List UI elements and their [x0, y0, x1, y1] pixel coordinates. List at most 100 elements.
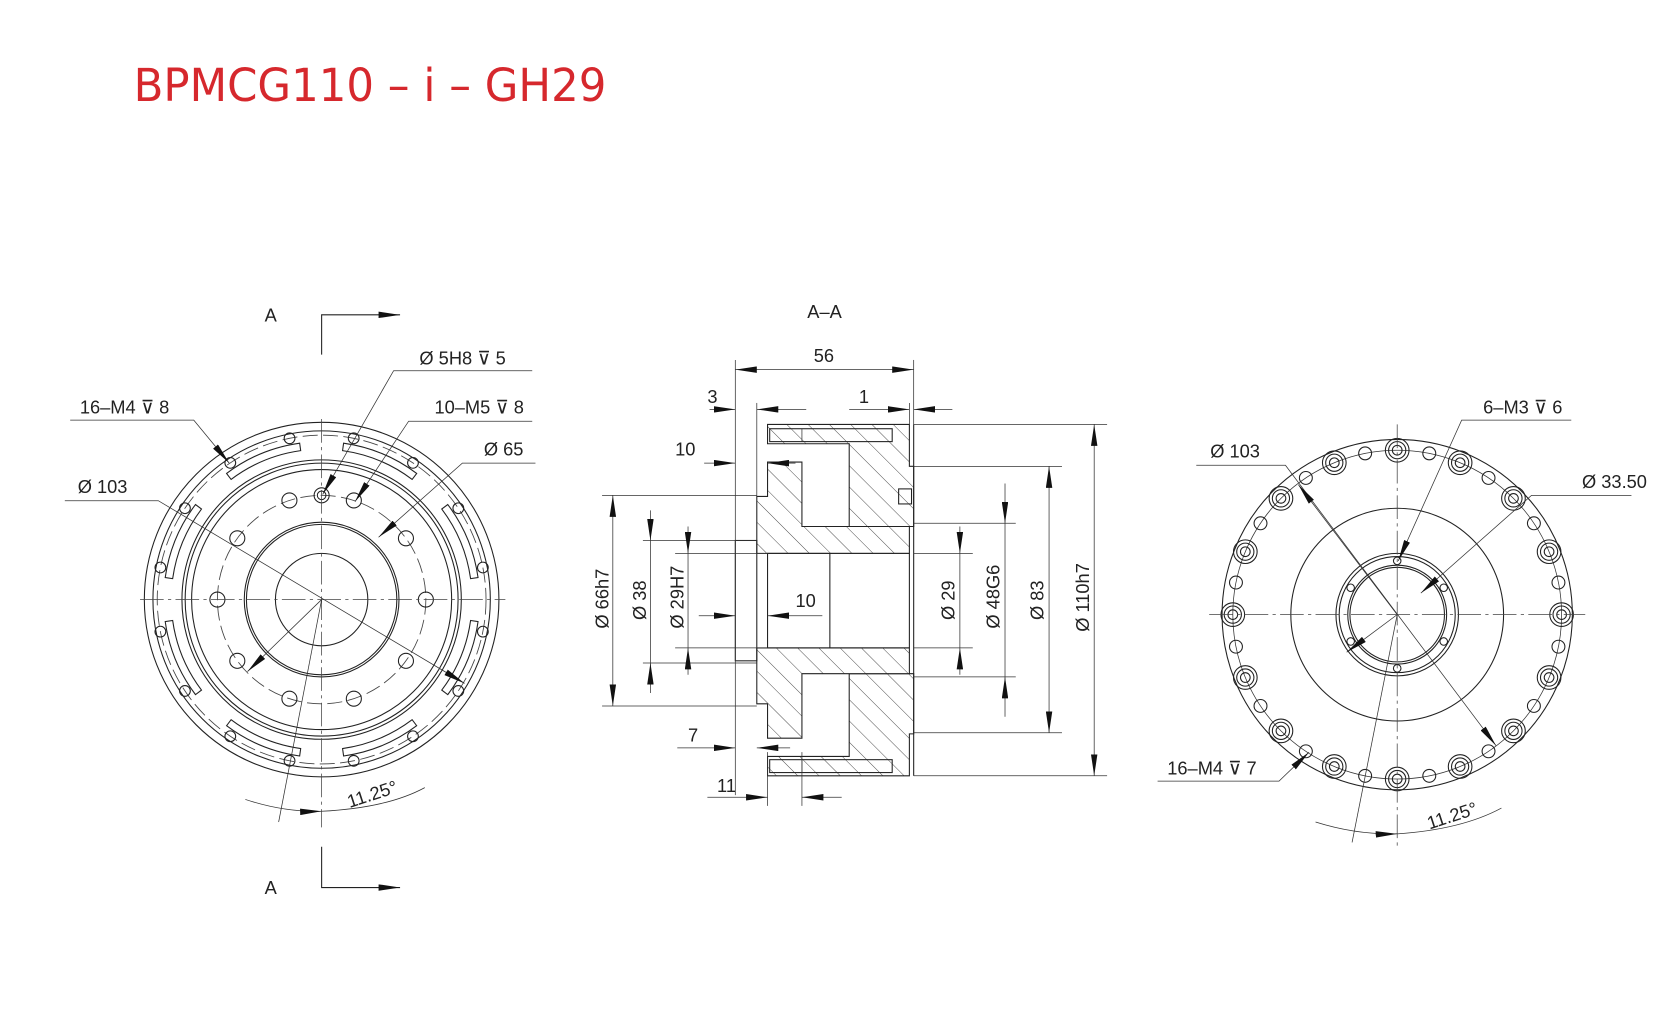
dim-56: 56	[814, 345, 834, 366]
counterbore-hole-inner	[1236, 542, 1255, 561]
dim-1: 1	[859, 386, 869, 407]
m5-hole	[397, 530, 415, 547]
m4-hole	[179, 684, 191, 697]
m4-hole	[1543, 672, 1555, 683]
label-angle-11-25-rear: 11.25°	[1424, 797, 1480, 833]
m5-hole	[281, 492, 298, 509]
m3-hole	[1346, 583, 1355, 593]
m5-hole	[345, 690, 362, 707]
counterbore-hole-inner	[1271, 721, 1291, 740]
m4-hole	[452, 502, 465, 515]
m4-hole	[452, 684, 465, 697]
dim-dia-83: Ø 83	[1027, 580, 1048, 620]
label-10-m5-depth-8: 10–M5 ⊽ 8	[434, 397, 523, 418]
small-hole	[1422, 768, 1437, 783]
m4-hole	[1508, 492, 1519, 504]
label-6-m3-depth-6: 6–M3 ⊽ 6	[1483, 397, 1562, 418]
m4-hole	[347, 432, 360, 445]
dim-7: 7	[688, 724, 698, 745]
counterbore-hole	[1321, 450, 1347, 476]
m4-hole	[407, 456, 419, 469]
m4-hole	[1275, 492, 1287, 504]
counterbore-hole	[1268, 718, 1294, 744]
dim-dia-66h7: Ø 66h7	[592, 569, 613, 629]
flange-slot	[441, 619, 479, 696]
m5-hole	[229, 652, 246, 669]
m4-hole	[476, 561, 489, 574]
counterbore-hole-inner	[1236, 668, 1255, 687]
m4-hole	[179, 502, 191, 515]
counterbore-hole	[1501, 486, 1526, 511]
section-arrow-bottom	[321, 846, 401, 891]
label-angle-11-25: 11.25°	[344, 776, 400, 812]
counterbore-hole	[1501, 718, 1526, 744]
m3-hole	[1439, 637, 1449, 646]
counterbore-hole	[1447, 450, 1473, 476]
section-view: A–A	[592, 301, 1108, 806]
dim-10-bore: 10	[795, 590, 815, 611]
m4-hole	[224, 730, 237, 743]
counterbore-hole-inner	[1539, 668, 1559, 687]
label-16-m4-depth-8: 16–M4 ⊽ 8	[80, 397, 169, 418]
dim-dia-38: Ø 38	[629, 580, 650, 620]
m4-hole	[283, 432, 296, 445]
counterbore-hole-inner	[1504, 721, 1523, 740]
dim-11: 11	[717, 775, 736, 796]
label-16-m4-depth-7: 16–M4 ⊽ 7	[1167, 758, 1256, 779]
m4-hole	[476, 625, 489, 638]
m4-hole	[1328, 457, 1340, 469]
m5-hole	[281, 690, 298, 707]
counterbore-hole-inner	[1325, 453, 1344, 472]
small-hole	[1551, 639, 1566, 654]
counterbore-hole	[1232, 665, 1258, 690]
m4-hole	[1275, 725, 1287, 737]
small-hole	[1551, 575, 1566, 590]
m3-hole	[1392, 664, 1402, 673]
m4-hole	[1239, 546, 1251, 558]
section-arrow-top	[321, 311, 401, 355]
flange-slot	[341, 718, 418, 757]
counterbore-hole-inner	[1271, 489, 1291, 508]
front-view: A A 16–M4 ⊽ 8 Ø 103 Ø 5H8 ⊽ 5 10–M5 ⊽ 8 …	[64, 304, 536, 898]
dim-dia-29h7: Ø 29H7	[667, 566, 688, 629]
small-hole	[1298, 470, 1313, 485]
flange-slot	[341, 442, 418, 481]
label-pin-5h8: Ø 5H8 ⊽ 5	[419, 347, 505, 368]
flange-slot	[225, 442, 302, 481]
dim-dia-48g6: Ø 48G6	[983, 565, 1004, 629]
counterbore-hole	[1268, 486, 1294, 511]
m4-hole	[154, 625, 167, 638]
m4-hole	[407, 730, 419, 743]
dim-dia-29: Ø 29	[938, 580, 959, 620]
flange-slot	[441, 503, 479, 580]
m3-hole	[1346, 637, 1355, 646]
small-hole	[1481, 470, 1496, 485]
m4-hole	[154, 561, 167, 574]
section-mark-bottom: A	[265, 877, 278, 898]
flange-slot	[164, 503, 203, 580]
rear-view: Ø 103 6–M3 ⊽ 6 Ø 33.50 16–M4 ⊽ 7 11.25°	[1157, 397, 1647, 849]
flange-slot	[164, 619, 203, 696]
counterbore-hole-inner	[1450, 757, 1470, 776]
m3-hole	[1392, 556, 1402, 566]
m4-hole	[1508, 725, 1519, 737]
flange-slot	[225, 718, 302, 757]
small-hole	[1526, 698, 1541, 713]
small-hole	[1358, 446, 1373, 461]
counterbore-hole-inner	[1450, 453, 1470, 472]
dim-3: 3	[707, 386, 717, 407]
dim-dia-110h7: Ø 110h7	[1072, 563, 1093, 632]
counterbore-hole-inner	[1539, 542, 1559, 561]
counterbore-hole	[1321, 754, 1347, 779]
counterbore-hole	[1536, 665, 1562, 690]
small-hole	[1422, 446, 1437, 461]
label-dia-65: Ø 65	[484, 439, 524, 460]
m4-hole	[1454, 457, 1466, 469]
m4-hole	[1239, 672, 1251, 683]
label-pitch-dia-103-rear: Ø 103	[1210, 441, 1260, 462]
counterbore-hole	[1447, 754, 1473, 779]
m3-hole	[1439, 583, 1449, 593]
dim-10-step: 10	[675, 439, 695, 460]
counterbore-hole-inner	[1504, 489, 1523, 508]
